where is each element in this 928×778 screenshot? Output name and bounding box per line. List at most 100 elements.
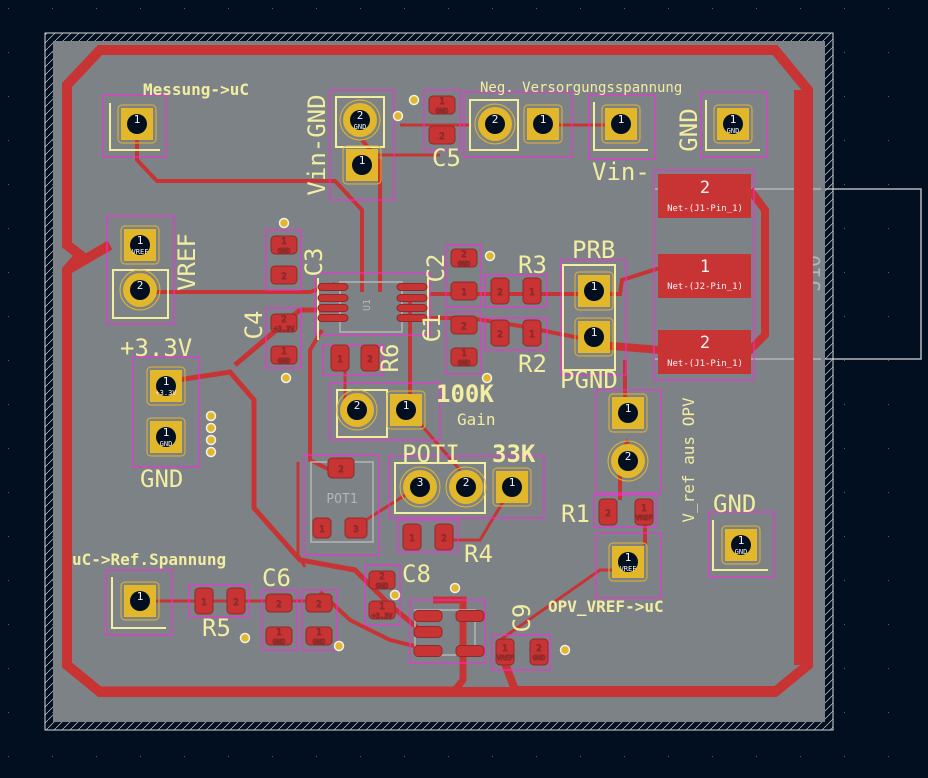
smd-pad[interactable]: 2 [327,457,355,479]
smd-pad[interactable]: 2 [226,587,246,615]
tht-pad[interactable]: 2 [336,389,378,431]
via[interactable] [449,582,461,594]
via[interactable] [205,422,217,434]
via[interactable] [278,217,290,229]
smd-pad[interactable] [396,283,428,291]
smd-pad[interactable]: 2 [598,498,618,526]
smd-pad[interactable]: 2 [270,265,298,285]
smd-pad[interactable] [413,626,443,638]
smd-pad[interactable] [413,610,443,622]
via[interactable] [408,94,420,106]
smd-pad[interactable] [455,645,485,657]
smd-pad[interactable] [455,610,485,622]
smd-pad[interactable] [317,314,349,322]
smd-pad[interactable]: 2 [428,125,456,145]
tht-pad[interactable]: 1+3.3V [146,366,186,406]
pad-number: 2 [441,534,446,544]
smd-pad[interactable] [317,294,349,302]
smd-pad[interactable]: 1 [450,281,478,301]
smd-pad[interactable]: 1+3.3V [368,600,396,621]
smd-pad[interactable] [317,304,349,312]
tht-pad[interactable]: 2 [607,440,649,482]
via[interactable] [333,640,345,652]
tht-pad[interactable]: 1 [386,390,426,430]
tht-pad[interactable]: 3 [399,466,441,508]
tht-pad[interactable]: 2 [119,269,161,311]
tht-pad[interactable]: 1 [117,104,157,144]
label-r5: R5 [202,614,231,642]
via[interactable] [239,632,251,644]
tht-pad[interactable]: 1 [608,393,648,433]
smd-pad[interactable] [396,314,428,322]
via[interactable] [392,110,404,122]
via[interactable] [559,644,571,656]
smd-pad[interactable]: 2 [450,315,478,335]
smd-pad[interactable]: 1 [522,277,542,305]
via[interactable] [205,410,217,422]
via[interactable] [389,589,401,601]
label-100k: 100K [436,380,494,408]
smd-pad[interactable]: 2 [305,593,333,613]
via[interactable] [481,372,493,384]
smd-pad[interactable]: 1 [330,344,350,372]
tht-pad[interactable]: 1 [601,104,641,144]
pad-number: 1 [738,534,745,547]
via[interactable] [280,372,292,384]
pad-j1-2-bottom[interactable] [658,330,751,374]
tht-pad[interactable]: 1 [492,467,532,507]
smd-pad[interactable]: 2 [265,593,293,613]
pad-j1-2-top[interactable] [658,174,751,218]
pad-j2-1[interactable] [658,254,751,298]
via[interactable] [484,250,496,262]
label-plus33: +3.3V [120,334,192,362]
tht-pad[interactable]: 1 [342,145,382,185]
connector-j1-j2[interactable]: 2 Net-(J1-Pin_1) 1 Net-(J2-Pin_1) 2 Net-… [658,174,751,374]
smd-pad[interactable]: 1 [522,319,542,347]
smd-pad[interactable] [396,294,428,302]
tht-pad[interactable]: 2 [474,103,516,145]
drill-hole [410,477,430,497]
smd-pad[interactable]: 1 [402,523,422,551]
tht-pad[interactable]: 1 [523,104,563,144]
smd-pad[interactable]: 2 [490,319,510,347]
tht-pad[interactable]: 1 [574,317,614,357]
smd-pad[interactable] [396,304,428,312]
tht-pad[interactable]: 2 [445,466,487,508]
drill-hole [502,477,522,497]
pad-net-label: GND [160,440,173,448]
smd-pad[interactable]: 3 [344,517,368,539]
drill-hole [127,114,147,134]
smd-pad[interactable]: 1 [194,587,214,615]
tht-pad[interactable]: 1 [120,581,160,621]
tht-pad[interactable]: 1 [574,271,614,311]
smd-pad[interactable] [317,283,349,291]
smd-pad[interactable]: 2 [490,277,510,305]
smd-pad[interactable] [413,645,443,657]
smd-pad[interactable]: 2+3.3V [270,313,298,334]
via[interactable] [205,434,217,446]
smd-pad[interactable]: 1 [312,517,332,539]
smd-pad[interactable]: 2 [434,523,454,551]
smd-pad[interactable]: 2 [360,344,380,372]
via[interactable] [205,446,217,458]
pad-number: 2 [461,250,466,260]
